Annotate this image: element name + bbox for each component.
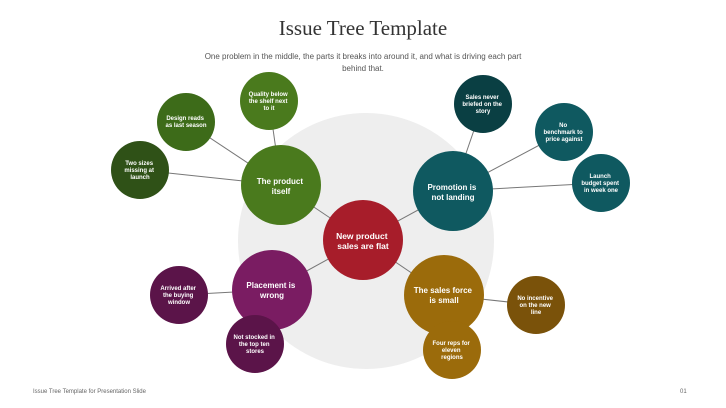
footer-caption: Issue Tree Template for Presentation Sli…: [33, 389, 146, 395]
leaf-line: the top ten: [239, 342, 270, 348]
leaf-line: line: [531, 310, 542, 316]
page-subtitle: One problem in the middle, the parts it …: [204, 52, 522, 73]
leaf-line: in week one: [584, 188, 619, 194]
node-placement-line: wrong: [259, 291, 284, 300]
node-placement-circle: [232, 250, 312, 330]
leaf-line: price against: [545, 137, 582, 143]
leaf-budget-label: Launch budget spent in week one: [581, 174, 620, 194]
leaf-line: No: [559, 123, 567, 129]
node-salesforce-line: The sales force: [414, 286, 473, 295]
node-promotion-label: Promotion is not landing: [427, 183, 478, 202]
leaf-line: regions: [441, 355, 463, 361]
leaf-sizes-circle: [111, 141, 169, 199]
node-promotion-line: not landing: [431, 193, 474, 202]
leaf-line: Design reads: [166, 116, 204, 122]
leaf-line: launch: [130, 175, 150, 181]
leaf-arrived-circle: [150, 266, 208, 324]
leaf-line: Sales never: [465, 95, 499, 101]
leaf-line: missing at: [124, 168, 154, 174]
leaf-stocked-label: Not stocked in the top ten stores: [233, 335, 276, 355]
leaf-line: the shelf next: [249, 99, 288, 105]
leaf-line: stores: [246, 349, 265, 355]
page-title: Issue Tree Template: [278, 16, 448, 40]
node-placement-label: Placement is wrong: [246, 281, 297, 300]
leaf-reps-circle: [423, 321, 481, 379]
leaf-benchmark-circle: [535, 103, 593, 161]
page-number: 01: [680, 389, 687, 395]
center-node: New product sales are flat: [323, 200, 403, 280]
branch-salesforce: The sales force is small No incentive on…: [404, 255, 565, 379]
leaf-line: Arrived after: [160, 286, 196, 292]
node-salesforce-circle: [404, 255, 484, 335]
leaf-line: benchmark to: [543, 130, 583, 136]
leaf-budget-circle: [572, 154, 630, 212]
leaf-line: eleven: [442, 348, 461, 354]
leaf-design-circle: [157, 93, 215, 151]
leaf-line: No incentive: [517, 296, 553, 302]
node-product-label: The product itself: [257, 177, 305, 196]
center-node-line: sales are flat: [337, 241, 389, 251]
branch-placement: Placement is wrong Arrived after the buy…: [150, 250, 312, 373]
center-node-line: New product: [336, 231, 388, 241]
node-salesforce-label: The sales force is small: [414, 286, 474, 305]
node-product-circle: [241, 145, 321, 225]
center-node-circle: [323, 200, 403, 280]
node-placement-line: Placement is: [246, 281, 295, 290]
leaf-line: the buying: [163, 293, 194, 299]
node-salesforce-line: is small: [429, 296, 458, 305]
leaf-line: on the new: [519, 303, 551, 309]
leaf-line: window: [167, 300, 190, 306]
leaf-sizes-label: Two sizes missing at launch: [124, 161, 155, 181]
leaf-line: budget spent: [581, 181, 619, 187]
leaf-quality-circle: [240, 72, 298, 130]
leaf-line: Quality below: [249, 92, 288, 98]
leaf-incentive-circle: [507, 276, 565, 334]
node-promotion-circle: [413, 151, 493, 231]
node-product-line: The product: [257, 177, 304, 186]
node-product-line: itself: [272, 187, 291, 196]
leaf-briefed-label: Sales never briefed on the story: [462, 95, 503, 115]
leaf-arrived-label: Arrived after the buying window: [160, 286, 197, 306]
leaf-line: Launch: [589, 174, 611, 180]
branch-product: The product itself Quality below the she…: [111, 72, 321, 225]
leaf-quality-label: Quality below the shelf next to it: [249, 92, 290, 112]
leaf-design-label: Design reads as last season: [165, 116, 206, 129]
leaf-line: Two sizes: [125, 161, 154, 167]
leaf-line: story: [476, 109, 491, 115]
leaf-incentive-label: No incentive on the new line: [517, 296, 554, 316]
leaf-stocked-circle: [226, 315, 284, 373]
leaf-line: briefed on the: [462, 102, 502, 108]
leaf-line: Four reps for: [432, 341, 470, 347]
branch-promotion: Promotion is not landing Sales never bri…: [413, 75, 630, 231]
node-promotion-line: Promotion is: [427, 183, 476, 192]
leaf-line: Not stocked in: [233, 335, 275, 341]
leaf-benchmark-label: No benchmark to price against: [543, 123, 584, 143]
leaf-line: as last season: [165, 123, 206, 129]
leaf-briefed-circle: [454, 75, 512, 133]
center-node-label: New product sales are flat: [336, 231, 390, 251]
leaf-line: to it: [264, 106, 275, 112]
leaf-reps-label: Four reps for eleven regions: [432, 341, 471, 361]
